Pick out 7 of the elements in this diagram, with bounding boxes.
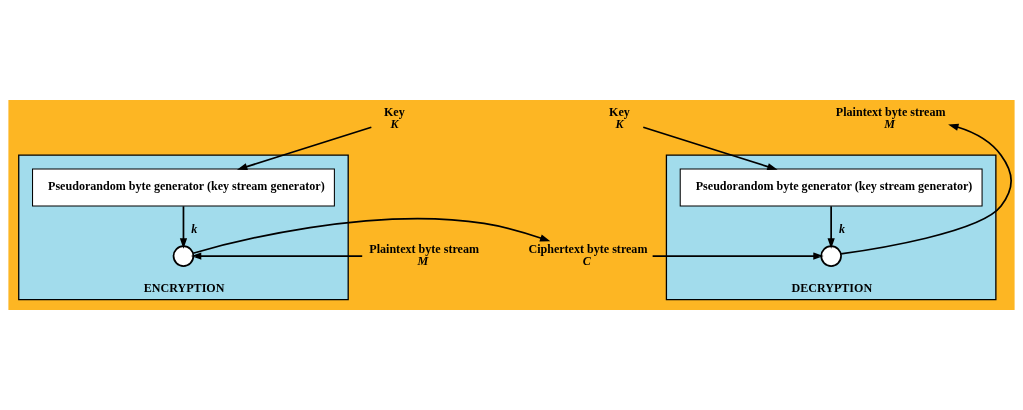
node-text: Key K xyxy=(383,104,405,131)
node-text: Plaintext byte stream M xyxy=(369,241,479,268)
node-text: Key K xyxy=(609,104,630,131)
node-text: Plaintext byte stream M xyxy=(835,104,946,131)
edge-label: k xyxy=(191,221,198,236)
edge-label: k xyxy=(839,221,846,236)
node-text: Ciphertext byte stream C xyxy=(528,241,648,268)
